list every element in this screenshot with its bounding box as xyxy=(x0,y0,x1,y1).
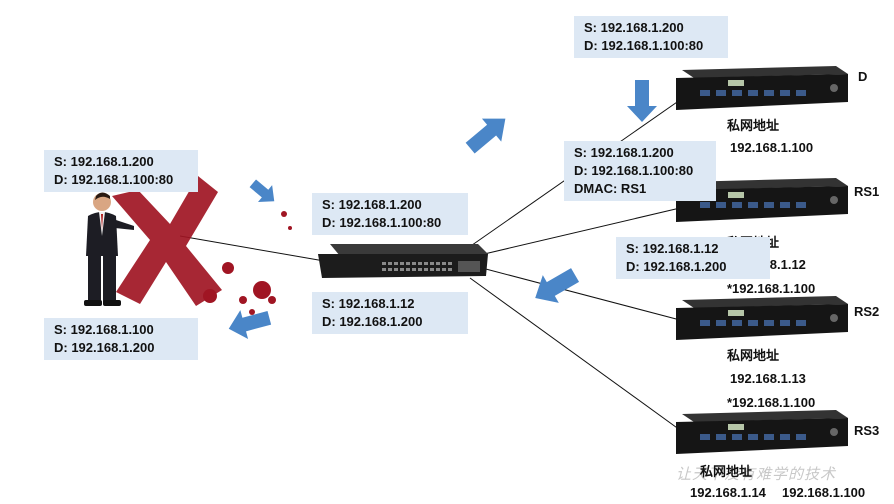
packet-source: S: 192.168.1.200 xyxy=(584,20,684,35)
watermark-text: 让天下没有难学的技术 xyxy=(676,465,837,483)
packet-source: S: 192.168.1.200 xyxy=(54,154,154,169)
rs1-reply-packet: S: 192.168.1.12 D: 192.168.1.200 xyxy=(616,237,770,279)
client-request-packet: S: 192.168.1.200 D: 192.168.1.100:80 xyxy=(44,150,198,192)
server-rs1-name: RS1 xyxy=(854,184,880,199)
arrow-to-server-icon xyxy=(465,118,506,154)
server-d-private-label: 私网地址 xyxy=(727,118,780,133)
director-forward-packet: S: 192.168.1.200 D: 192.168.1.100:80 DMA… xyxy=(564,141,716,201)
server-rs2-ip: 192.168.1.13 xyxy=(730,371,806,386)
server-rs2-icon xyxy=(676,296,848,340)
server-d-name: D xyxy=(858,69,868,84)
link-switch-rs3 xyxy=(469,277,681,431)
packet-source: S: 192.168.1.12 xyxy=(626,241,719,256)
arrow-to-switch-icon xyxy=(249,179,275,202)
packet-destination: D: 192.168.1.100:80 xyxy=(584,38,704,53)
packet-source: S: 192.168.1.12 xyxy=(322,296,415,311)
director-incoming-packet: S: 192.168.1.200 D: 192.168.1.100:80 xyxy=(574,16,728,58)
packet-destination: D: 192.168.1.200 xyxy=(54,340,155,355)
server-rs3-private-label: 私网地址 xyxy=(700,464,753,479)
packet-destination: D: 192.168.1.200 xyxy=(626,259,727,274)
server-d-ip: 192.168.1.100 xyxy=(730,140,814,155)
switch-response-packet: S: 192.168.1.12 D: 192.168.1.200 xyxy=(312,292,468,334)
server-rs1-icon xyxy=(676,178,848,222)
switch-request-packet: S: 192.168.1.200 D: 192.168.1.100:80 xyxy=(312,193,468,235)
packet-source: S: 192.168.1.100 xyxy=(54,322,154,337)
server-rs3-ip: 192.168.1.14 xyxy=(690,485,766,500)
server-rs1-vip: *192.168.1.100 xyxy=(727,281,816,296)
arrow-return-to-client-icon xyxy=(228,310,272,340)
server-d-icon xyxy=(676,66,848,110)
network-switch-icon xyxy=(318,244,488,278)
packet-source: S: 192.168.1.200 xyxy=(574,145,674,160)
link-switch-rs1 xyxy=(479,207,681,256)
packet-destination: D: 192.168.1.100:80 xyxy=(54,172,174,187)
server-rs2-name: RS2 xyxy=(854,304,880,319)
server-rs3-name: RS3 xyxy=(854,423,880,438)
client-person-icon xyxy=(84,192,134,306)
link-client-switch xyxy=(179,235,331,263)
server-rs3-icon xyxy=(676,410,848,454)
packet-dest-mac: DMAC: RS1 xyxy=(574,181,647,196)
packet-source: S: 192.168.1.200 xyxy=(322,197,422,212)
server-rs2-private-label: 私网地址 xyxy=(727,348,780,363)
packet-destination: D: 192.168.1.100:80 xyxy=(322,215,442,230)
server-rs2-vip: *192.168.1.100 xyxy=(727,395,816,410)
link-switch-rs2 xyxy=(481,267,681,321)
arrow-return-to-switch-icon xyxy=(535,268,580,303)
arrow-down-to-d-icon xyxy=(627,80,657,122)
server-rs3-vip: 192.168.1.100 xyxy=(782,485,866,500)
packet-destination: D: 192.168.1.100:80 xyxy=(574,163,694,178)
packet-destination: D: 192.168.1.200 xyxy=(322,314,423,329)
client-response-packet: S: 192.168.1.100 D: 192.168.1.200 xyxy=(44,318,198,360)
